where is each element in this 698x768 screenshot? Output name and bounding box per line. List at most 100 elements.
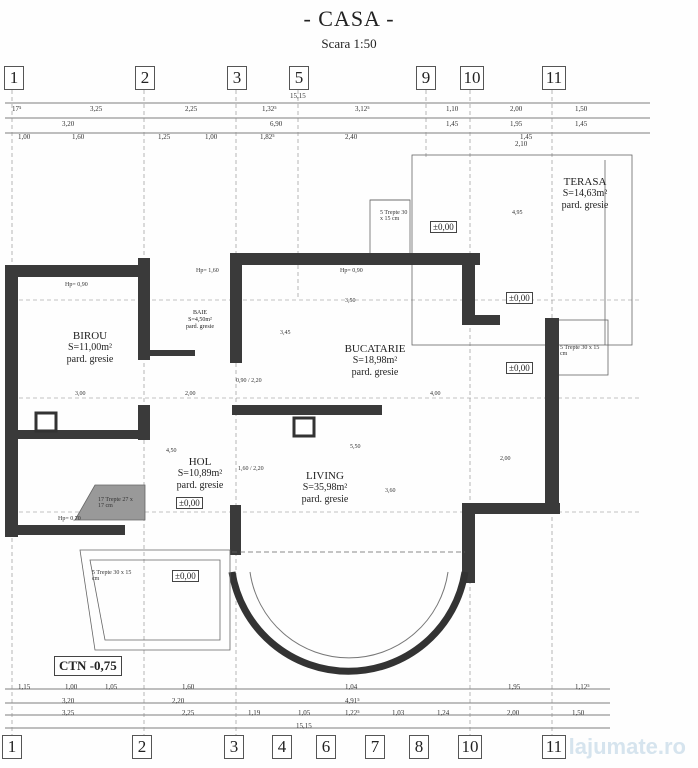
level-marker: ±0,00: [172, 570, 199, 582]
dimension-label: 1,50: [572, 709, 585, 717]
room-area: S=18,98m²: [352, 355, 398, 366]
dimension-label: 1,32⁵: [262, 105, 277, 113]
dimension-label: 2,00: [510, 105, 523, 113]
bay-window: [228, 551, 469, 675]
dimension-note: 4,50: [166, 448, 177, 454]
room-area: S=11,00m²: [67, 342, 113, 353]
dimension-label: 1,00: [205, 133, 218, 141]
stairs-note: 5 Trepte 30 x 15 cm: [380, 210, 408, 222]
room-area: S=4,50m²: [188, 317, 212, 323]
dimension-label: 1,12⁵: [575, 683, 590, 691]
axis-label: 3: [224, 735, 244, 759]
dimension-note: 3,45: [280, 330, 291, 336]
room-name: HOL: [188, 456, 212, 468]
axis-label: 11: [542, 66, 566, 90]
axis-label: 5: [289, 66, 309, 90]
dimension-label: 1,82⁵: [260, 133, 275, 141]
dimension-label: 1,00: [18, 133, 31, 141]
height-note: Hp= 1,60: [196, 268, 219, 274]
dimension-label: 1,25: [158, 133, 171, 141]
dimension-label: 2,25: [185, 105, 198, 113]
room-birou: BIROU S=11,00m² pard. gresie: [50, 330, 130, 366]
dimension-label: 1,05: [298, 709, 311, 717]
dimension-label: 3,20: [62, 120, 75, 128]
dimension-note: 0,90 / 2,20: [236, 378, 262, 384]
dimension-note: 2,00: [185, 391, 196, 397]
axis-label: 10: [460, 66, 484, 90]
dimension-label: 1,45: [520, 133, 533, 141]
watermark: lajumate.ro: [568, 734, 686, 759]
plan-scale: Scara 1:50: [321, 36, 377, 51]
dimension-label: 1,60: [182, 683, 195, 691]
height-note: Hp= 0,90: [65, 282, 88, 288]
dimension-label: 1,24: [437, 709, 450, 717]
dimension-label: 3,25: [62, 709, 75, 717]
dimension-note: 4,95: [512, 210, 523, 216]
dimension-label: 1,05: [105, 683, 118, 691]
room-hol: HOL S=10,89m² pard. gresie: [165, 456, 235, 492]
level-marker: ±0,00: [506, 362, 533, 374]
room-floor: pard. gresie: [176, 480, 224, 491]
height-note: Hp= 0,70: [58, 516, 81, 522]
axis-label: 11: [542, 735, 566, 759]
dimension-label: 1,19: [248, 709, 261, 717]
stairs-note: 17 Trepte 27 x 17 cm: [98, 497, 133, 509]
dimension-label: 15,15: [296, 722, 312, 730]
axis-label: 10: [458, 735, 482, 759]
axis-label: 3: [227, 66, 247, 90]
stairs-note: 5 Trepte 30 x 15 cm: [560, 345, 600, 357]
height-note: Hp= 0,90: [340, 268, 363, 274]
dimension-label: 3,25: [90, 105, 103, 113]
room-bucatarie: BUCATARIE S=18,98m² pard. gresie: [330, 343, 420, 379]
axis-label: 2: [135, 66, 155, 90]
dimension-label: 1,00: [65, 683, 78, 691]
dimension-note: 2,00: [500, 456, 511, 462]
dimension-note: 1,60 / 2,20: [238, 466, 264, 472]
dimension-label: 3,12⁵: [355, 105, 370, 113]
walls: [5, 253, 560, 583]
room-area: S=10,89m²: [177, 468, 223, 479]
room-floor: pard. gresie: [301, 494, 349, 505]
room-name: BIROU: [72, 330, 108, 342]
room-name: BAIE: [193, 310, 207, 316]
axis-label: 1: [2, 735, 22, 759]
dimension-label: 1,22⁵: [345, 709, 360, 717]
dimension-label: 1,45: [575, 120, 588, 128]
dimension-label: 1,45: [446, 120, 459, 128]
room-name: TERASA: [563, 176, 607, 188]
dimension-label: 1,60: [72, 133, 85, 141]
dimension-label: 2,25: [182, 709, 195, 717]
axis-label: 2: [132, 735, 152, 759]
dimension-label: 1,10: [446, 105, 459, 113]
axis-label: 6: [316, 735, 336, 759]
entrance-steps: [74, 484, 231, 651]
room-name: LIVING: [306, 470, 344, 482]
dimension-note: 3,50: [345, 298, 356, 304]
dimension-label: 4,91⁵: [345, 697, 360, 705]
dimension-label: 2,20: [172, 697, 185, 705]
dimension-lines: [5, 102, 650, 729]
room-terasa: TERASA S=14,63m² pard. gresie: [545, 176, 625, 212]
dimension-label: 2,40: [345, 133, 358, 141]
room-floor: pard. gresie: [351, 367, 399, 378]
dimension-note: 4,00: [430, 391, 441, 397]
room-name: BUCATARIE: [344, 343, 406, 355]
dimension-label: 2,10: [515, 140, 528, 148]
room-area: S=14,63m²: [562, 188, 608, 199]
room-floor: pard. gresie: [561, 200, 609, 211]
ctn-level: CTN -0,75: [54, 656, 122, 676]
room-baie: BAIE S=4,50m² pard. gresie: [175, 310, 225, 331]
dimension-note: 3,60: [385, 488, 396, 494]
dimension-label: 1,04: [345, 683, 358, 691]
room-area: S=35,98m²: [302, 482, 348, 493]
axis-label: 9: [416, 66, 436, 90]
dimension-label: 2,00: [507, 709, 520, 717]
dimension-label: 1,95: [510, 120, 523, 128]
dimension-label: 1,03: [392, 709, 405, 717]
dimension-label: 3,20: [62, 697, 75, 705]
axis-label: 7: [365, 735, 385, 759]
axis-label: 4: [272, 735, 292, 759]
stairs-note: 5 Trepte 30 x 15 cm: [92, 570, 132, 582]
dimension-note: 5,50: [350, 444, 361, 450]
